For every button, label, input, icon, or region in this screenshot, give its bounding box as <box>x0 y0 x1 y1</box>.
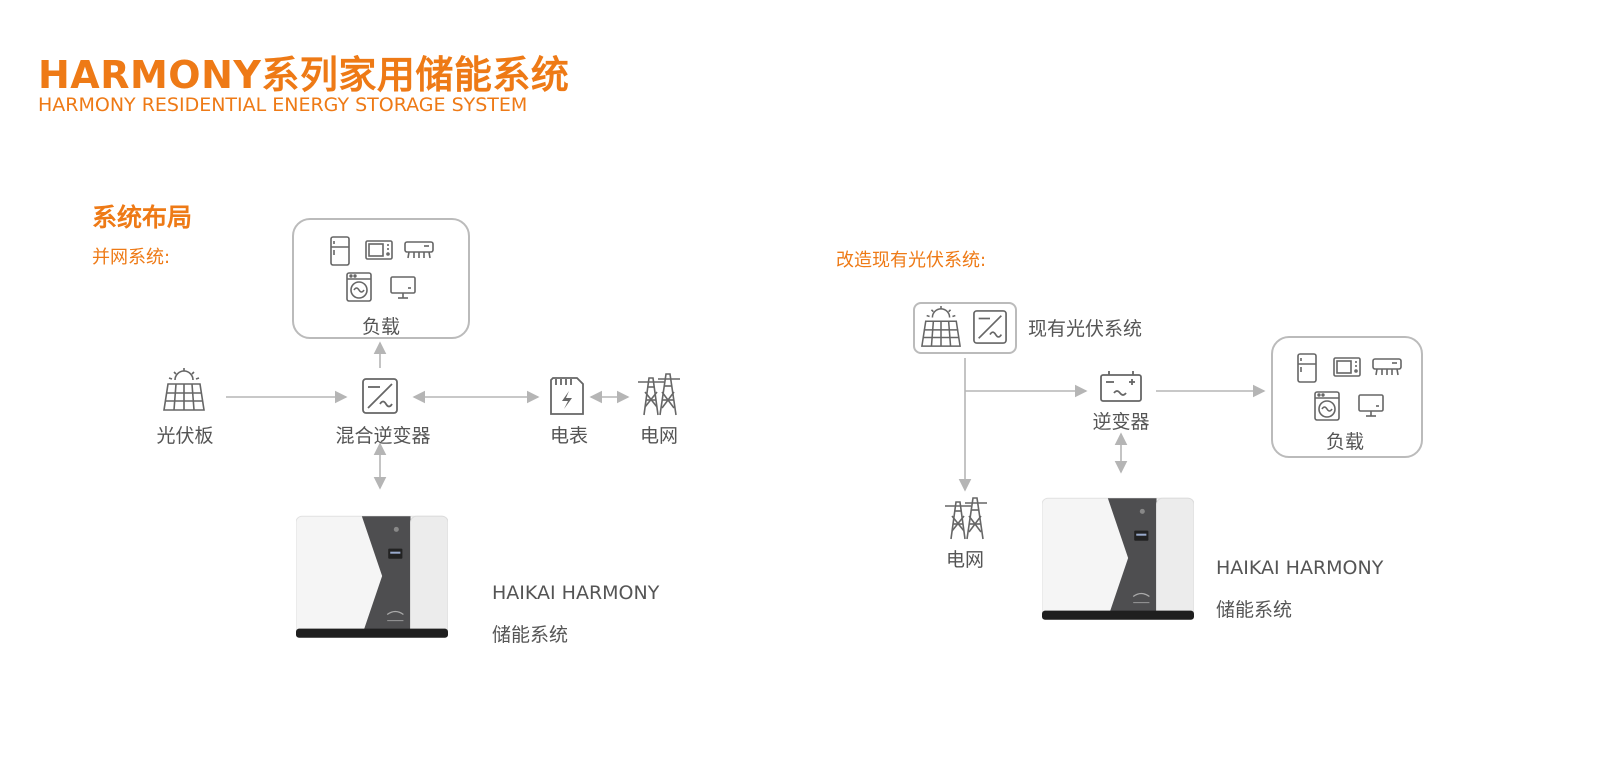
product-desc: 储能系统 <box>1216 599 1293 621</box>
monitor-icon <box>1358 394 1384 418</box>
air-conditioner-icon <box>1372 358 1402 376</box>
hybrid-inverter-label: 混合逆变器 <box>335 425 431 447</box>
section-title: 系统布局 <box>92 203 193 232</box>
microwave-icon <box>1333 357 1361 377</box>
pv-panel-label: 光伏板 <box>156 425 214 447</box>
power-tower-icon <box>943 496 987 540</box>
product-name: HAIKAI HARMONY <box>1216 557 1384 579</box>
inverter-label: 逆变器 <box>1092 411 1150 433</box>
load-box <box>292 218 470 339</box>
washing-machine-icon <box>1314 391 1340 421</box>
load-label: 负载 <box>1325 431 1364 453</box>
grid-tied-subtitle: 并网系统: <box>92 247 171 268</box>
product-desc: 储能系统 <box>492 624 569 646</box>
energy-storage-product-image <box>1042 495 1194 622</box>
battery-inverter-icon <box>1100 370 1142 402</box>
load-box <box>1271 336 1423 458</box>
grid-label: 电网 <box>639 425 678 447</box>
fridge-icon <box>1297 353 1317 383</box>
existing-pv-label: 现有光伏系统 <box>1028 318 1143 340</box>
grid-label: 电网 <box>945 549 984 571</box>
page-subtitle: HARMONY RESIDENTIAL ENERGY STORAGE SYSTE… <box>38 94 528 116</box>
page-title: HARMONY系列家用储能系统 <box>38 53 570 97</box>
product-name: HAIKAI HARMONY <box>492 582 660 604</box>
load-label: 负载 <box>361 316 400 338</box>
meter-label: 电表 <box>549 425 588 447</box>
retrofit-subtitle: 改造现有光伏系统: <box>836 250 987 271</box>
